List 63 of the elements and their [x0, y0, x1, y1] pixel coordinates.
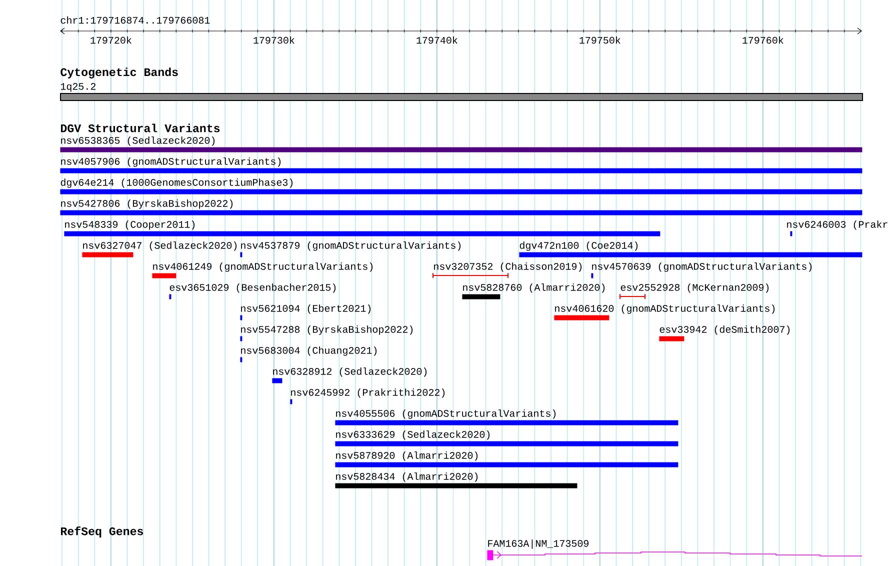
variant-bar: nsv6328912 (Sedlazeck2020) [272, 367, 427, 384]
node-label: nsv4057906 (gnomADStructuralVariants) [61, 157, 281, 167]
track-heading: DGV Structural Variants [60, 124, 220, 132]
node-label: nsv4061249 (gnomADStructuralVariants) [153, 262, 373, 272]
node-label: nsv4061620 (gnomADStructuralVariants) [555, 304, 775, 314]
node-label: nsv5621094 (Ebert2021) [241, 304, 371, 314]
gene-model-drawing: FAM163A|NM_173509 [487, 539, 862, 560]
node-label: nsv5878920 (Almarri2020) [336, 451, 478, 461]
variant-bar: dgv472n100 (Coe2014) [519, 241, 862, 258]
node-label: nsv6328912 (Sedlazeck2020) [273, 367, 427, 377]
node-label: nsv6538365 (Sedlazeck2020) [61, 136, 215, 146]
node-label: nsv4537879 (gnomADStructuralVariants) [241, 241, 461, 251]
variant-bar: nsv6245992 (Prakrithi2022) [290, 388, 445, 404]
variant-bar: nsv5427806 (ByrskaBishop2022) [60, 199, 862, 216]
variant-bar: nsv6333629 (Sedlazeck2020) [335, 430, 678, 446]
track-heading: RefSeq Genes [61, 526, 144, 538]
node-label: nsv548339 (Cooper2011) [65, 220, 195, 230]
ruler-label: 179720k [90, 36, 132, 44]
variant-bar: nsv4570639 (gnomADStructuralVariants) [591, 262, 812, 278]
variant-bar: esv3651029 (Besenbacher2015) [169, 283, 336, 300]
variant-bar: nsv5683004 (Chuang2021) [240, 346, 377, 362]
variant-bar: nsv5547288 (ByrskaBishop2022) [240, 325, 413, 342]
node-label: nsv6246003 (Prakr [787, 220, 888, 230]
ruler-label: 179740k [416, 36, 458, 44]
node-label: nsv5547288 (ByrskaBishop2022) [241, 325, 413, 335]
node-label: nsv6245992 (Prakrithi2022) [291, 388, 445, 398]
variant-interval: nsv3207352 (Chaisson2019) [432, 262, 582, 278]
chromosome-band: 1q25.2 [60, 83, 863, 101]
node-label: esv3651029 (Besenbacher2015) [170, 283, 336, 293]
variant-bar: nsv5828760 (Almarri2020) [462, 283, 605, 300]
node-label: nsv5828760 (Almarri2020) [463, 283, 605, 293]
node-label: 1q25.2 [60, 83, 96, 92]
variant-bar: nsv5878920 (Almarri2020) [335, 451, 678, 468]
variant-bar: nsv4061249 (gnomADStructuralVariants) [152, 262, 373, 278]
variant-bar: nsv6327047 (Sedlazeck2020) [82, 241, 237, 258]
track-heading: Cytogenetic Bands [60, 68, 178, 78]
variant-interval: esv2552928 (McKernan2009) [620, 283, 769, 300]
node-label: nsv6327047 (Sedlazeck2020) [83, 241, 237, 251]
variant-bar: dgv64e214 (1000GenomesConsortiumPhase3) [60, 178, 862, 194]
node-label: esv33942 (deSmith2007) [660, 325, 790, 335]
variant-bar: nsv4061620 (gnomADStructuralVariants) [554, 304, 775, 320]
node-label: FAM163A|NM_173509 [488, 539, 589, 549]
node-label: dgv472n100 (Coe2014) [520, 241, 638, 251]
node-label: nsv4570639 (gnomADStructuralVariants) [592, 262, 812, 272]
node-label: nsv5683004 (Chuang2021) [241, 346, 377, 356]
node-label: nsv6333629 (Sedlazeck2020) [336, 430, 490, 440]
node-label: dgv64e214 (1000GenomesConsortiumPhase3) [60, 178, 293, 188]
ruler-label: chr1:179716874..179766081 [60, 16, 210, 24]
node-label: nsv5828434 (Almarri2020) [336, 472, 478, 482]
variant-bar: nsv5828434 (Almarri2020) [335, 472, 578, 488]
variant-bar: nsv4057906 (gnomADStructuralVariants) [60, 157, 862, 174]
variant-bar: nsv4537879 (gnomADStructuralVariants) [240, 241, 461, 258]
variant-bar: nsv548339 (Cooper2011) [64, 220, 660, 236]
variant-bar: esv33942 (deSmith2007) [659, 325, 790, 342]
variant-bar: nsv5621094 (Ebert2021) [240, 304, 371, 320]
ruler-label: 179760k [742, 36, 784, 44]
variant-bar: nsv6246003 (Prakr [787, 220, 888, 236]
node-label: nsv4055506 (gnomADStructuralVariants) [336, 409, 556, 419]
node-label: nsv5427806 (ByrskaBishop2022) [61, 199, 233, 209]
ruler-label: 179730k [254, 36, 294, 44]
ruler-label: 179750k [580, 36, 620, 44]
variant-bar: nsv4055506 (gnomADStructuralVariants) [335, 409, 678, 426]
variant-bar: nsv6538365 (Sedlazeck2020) [60, 136, 862, 152]
